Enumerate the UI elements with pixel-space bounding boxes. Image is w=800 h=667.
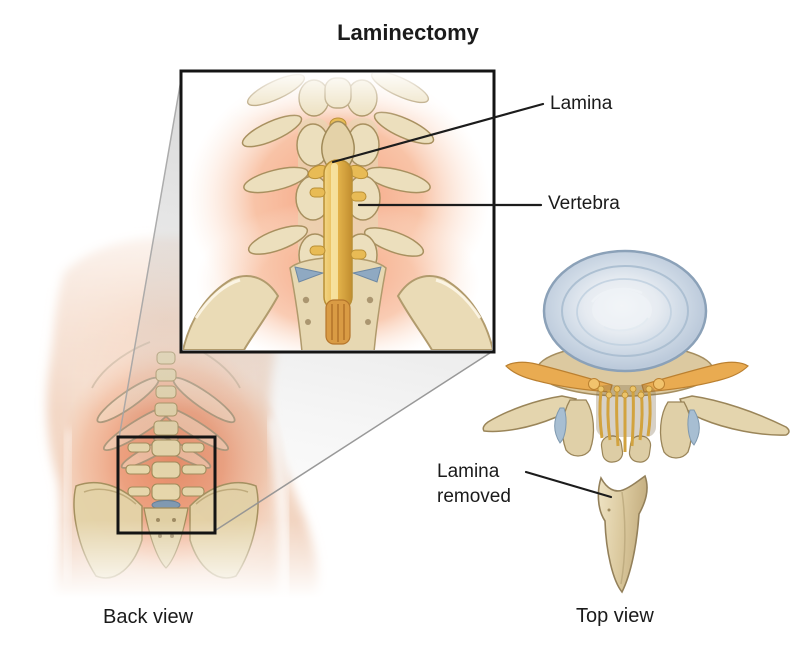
nerve-strand	[646, 390, 652, 437]
wedge-left-line	[118, 73, 183, 439]
transverse-process	[243, 166, 309, 194]
left-inferior-process	[561, 399, 595, 457]
removed-lamina-bone	[597, 474, 648, 594]
right-pedicle-ligament	[641, 361, 749, 393]
disc-ring	[561, 265, 689, 357]
disc-ring	[576, 278, 672, 346]
nerve-root-branches	[309, 187, 367, 260]
wing-highlight	[194, 278, 241, 319]
nerve-dot	[629, 385, 637, 393]
disc-wedge-blue	[351, 266, 382, 283]
lamina-removed-pointer-line	[524, 470, 613, 499]
nerve-strand	[615, 390, 620, 447]
sacral-canal-strands	[331, 304, 345, 342]
nerve-branch	[350, 249, 367, 260]
top-view-illustration	[482, 249, 790, 594]
articular-knob	[588, 378, 600, 390]
inset-top-fog	[183, 73, 492, 119]
sacral-foramina	[302, 296, 374, 325]
bone-stump	[600, 435, 624, 463]
bone-speck	[607, 508, 611, 512]
lamina-label: Lamina	[550, 93, 613, 114]
disc-swirl	[603, 317, 649, 332]
foramen-dot	[305, 319, 311, 325]
right-facet-cartilage	[687, 409, 700, 446]
foramen-dot	[365, 319, 371, 325]
foramen-dot	[302, 296, 310, 304]
nerve-root-dots	[597, 385, 653, 399]
disc-swirl	[591, 287, 643, 303]
lamina-removed-label: Lamina removed	[437, 459, 547, 509]
nucleus	[592, 290, 652, 330]
lamina-removed-label-line2: removed	[437, 486, 511, 507]
disc-wedge-blue	[294, 266, 325, 283]
wing-highlight	[435, 278, 482, 319]
foramen-dot	[366, 296, 374, 304]
left-facet-cartilage	[554, 407, 567, 444]
transverse-process	[125, 464, 151, 475]
lamina-pointer-line	[331, 102, 545, 164]
vertebra-label: Vertebra	[548, 193, 620, 214]
highlight-square	[116, 435, 217, 535]
left-pedicle-ligament	[505, 361, 613, 393]
nerve-strand	[630, 390, 635, 447]
nerve-dot	[605, 391, 613, 399]
nerve-dot	[637, 391, 645, 399]
inset-border	[179, 69, 496, 354]
nerve-dot	[597, 385, 605, 393]
inset-box	[179, 69, 496, 354]
inset-spine-illustration	[183, 73, 492, 350]
diagram-title: Laminectomy	[337, 20, 479, 45]
lamina-removed-label-line1: Lamina	[437, 461, 500, 482]
transverse-process	[127, 486, 151, 497]
nerve-strand	[598, 390, 604, 439]
nerve-dot	[621, 391, 629, 399]
wedge-right-line	[215, 350, 494, 531]
back-view-caption: Back view	[103, 606, 194, 628]
transverse-process	[363, 227, 425, 257]
removed-lamina-shading	[620, 491, 626, 585]
nerve-dot	[645, 385, 653, 393]
nerve-dot	[613, 385, 621, 393]
nerve-branch	[309, 245, 326, 256]
iliac-crest-line	[83, 488, 137, 505]
nerve-branch	[309, 187, 326, 198]
nerve-branch	[350, 191, 367, 202]
pointer-lines	[331, 102, 613, 499]
articular-knob	[653, 378, 665, 390]
right-inferior-process	[659, 401, 693, 459]
top-view-caption: Top view	[576, 605, 654, 627]
thecal-sac-highlight	[331, 163, 338, 307]
transverse-process	[247, 225, 309, 255]
